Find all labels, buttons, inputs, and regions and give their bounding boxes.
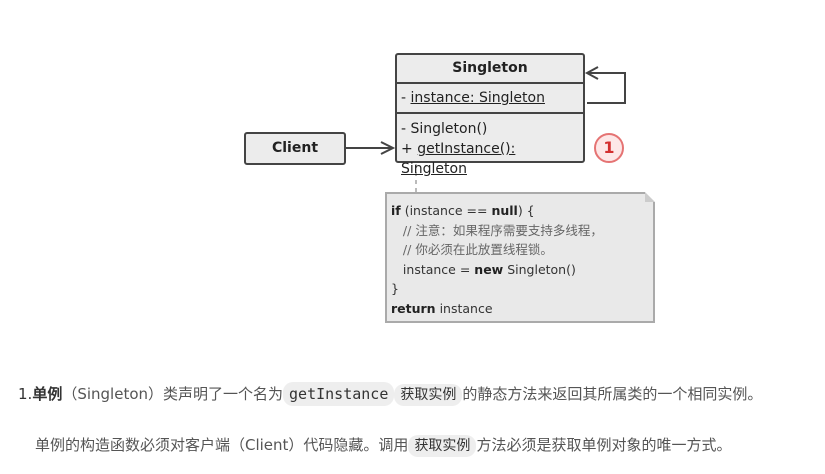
note-text: Singleton()	[503, 261, 576, 277]
term-singleton: 单例	[32, 385, 63, 403]
note-text: instance	[435, 300, 493, 316]
note-line-3: // 你必须在此放置线程锁。	[391, 242, 553, 257]
singleton-class-name: Singleton	[395, 53, 585, 84]
translation-pill: 获取实例	[408, 435, 477, 457]
note-line-6: return instance	[391, 299, 653, 319]
kw-null: null	[491, 203, 518, 218]
field-instance: instance: Singleton	[410, 90, 545, 106]
kw-return: return	[391, 300, 436, 316]
self-association-arrowhead	[584, 66, 599, 80]
note-line-4: instance = new Singleton()	[391, 260, 653, 280]
paragraph-text: （Singleton）类声明了一个名为	[62, 385, 284, 403]
note-fold-corner	[645, 192, 655, 202]
singleton-methods: - Singleton() + getInstance(): Singleton	[395, 112, 585, 177]
method-visibility: +	[401, 141, 418, 157]
note-line-1: if (instance == null) {	[391, 201, 653, 221]
paragraph-2: 单例的构造函数必须对客户端（Client）代码隐藏。调用获取实例方法必须是获取单…	[35, 434, 731, 457]
step-badge: 1	[594, 133, 624, 163]
translation-pill: 获取实例	[394, 384, 463, 406]
kw-new: new	[474, 261, 504, 277]
client-class: Client	[244, 132, 346, 165]
singleton-field: - instance: Singleton	[395, 82, 585, 114]
note-text: (instance ==	[400, 203, 492, 218]
kw-if: if	[391, 203, 401, 218]
method-getinstance-row: + getInstance(): Singleton	[401, 139, 583, 179]
inline-code-getinstance: getInstance	[283, 382, 395, 406]
client-arrowhead	[380, 141, 396, 155]
code-note: if (instance == null) { // 注意：如果程序需要支持多线…	[385, 192, 655, 323]
note-line-2: // 注意：如果程序需要支持多线程，	[391, 222, 603, 238]
list-number: 1.	[18, 385, 33, 403]
field-visibility: -	[401, 90, 411, 106]
paragraph-text: 的静态方法来返回其所属类的一个相同实例。	[462, 385, 763, 403]
method-getinstance: getInstance(): Singleton	[401, 141, 516, 177]
self-association-line	[587, 72, 626, 104]
note-line-5: }	[391, 281, 399, 296]
method-constructor: - Singleton()	[401, 121, 488, 137]
paragraph-text: 单例的构造函数必须对客户端（Client）代码隐藏。调用	[35, 436, 409, 454]
note-text: ) {	[517, 203, 535, 218]
paragraph-text: 方法必须是获取单例对象的唯一方式。	[476, 436, 732, 454]
note-text: instance =	[391, 261, 475, 277]
